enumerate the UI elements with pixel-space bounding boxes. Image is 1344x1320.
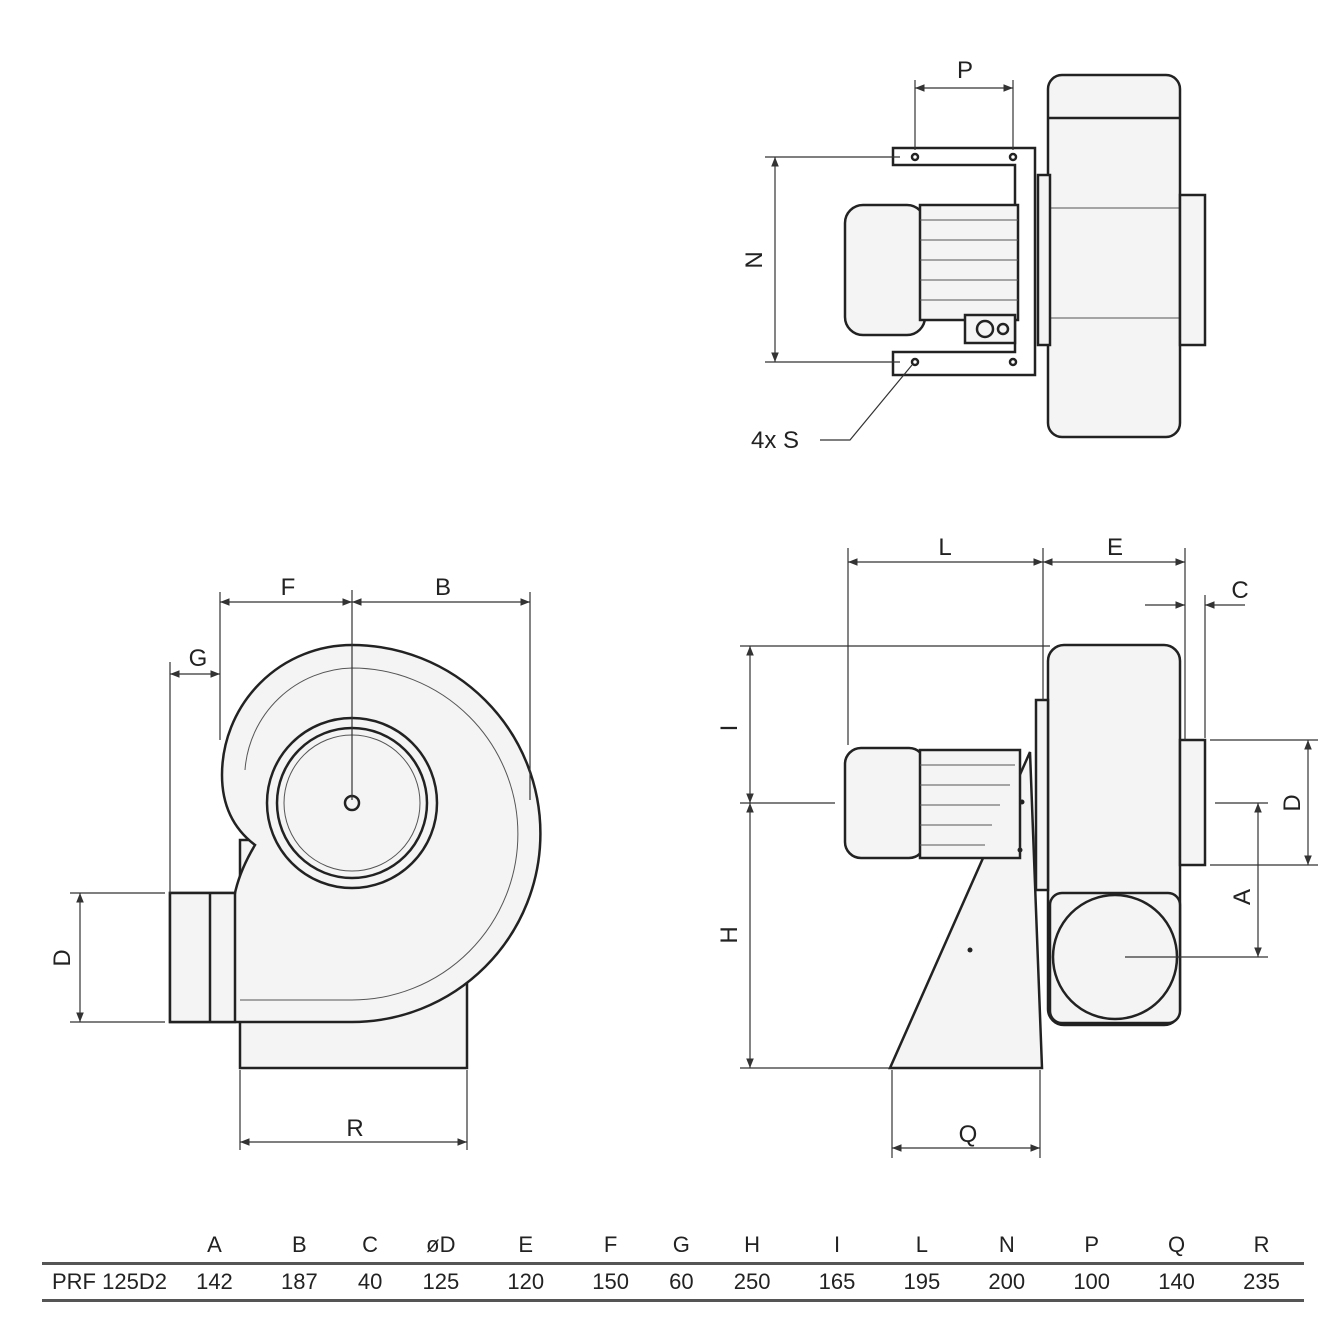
table-header-row: A B C øD E F G H I L N P Q R bbox=[42, 1228, 1304, 1264]
header-cell: I bbox=[833, 1232, 841, 1257]
label-r: R bbox=[346, 1115, 363, 1142]
label-p: P bbox=[957, 57, 973, 84]
label-e: E bbox=[1107, 534, 1123, 561]
header-cell: H bbox=[744, 1232, 761, 1257]
header-cell: G bbox=[672, 1232, 690, 1257]
value-cell: 120 bbox=[483, 1262, 569, 1302]
header-cell: Q bbox=[1168, 1232, 1186, 1257]
label-b: B bbox=[435, 574, 451, 601]
header-cell: L bbox=[915, 1232, 929, 1257]
front-view: F B G D R bbox=[49, 574, 542, 1150]
header-cell: øD bbox=[426, 1232, 456, 1257]
header-cell bbox=[42, 1228, 172, 1264]
label-l: L bbox=[938, 534, 951, 561]
label-d-side: D bbox=[1279, 794, 1306, 811]
header-cell: F bbox=[603, 1232, 618, 1257]
header-cell: B bbox=[291, 1232, 307, 1257]
label-n: N bbox=[741, 251, 768, 268]
value-cell: 40 bbox=[341, 1262, 399, 1302]
label-c: C bbox=[1231, 577, 1248, 604]
value-cell: 125 bbox=[398, 1262, 484, 1302]
value-cell: 165 bbox=[794, 1262, 880, 1302]
header-cell: A bbox=[207, 1232, 222, 1257]
header-cell: R bbox=[1253, 1232, 1270, 1257]
header-cell: C bbox=[362, 1232, 379, 1257]
header-cell: N bbox=[998, 1232, 1015, 1257]
value-cell: 250 bbox=[709, 1262, 795, 1302]
value-cell: 60 bbox=[653, 1262, 710, 1302]
value-cell: 195 bbox=[879, 1262, 965, 1302]
header-cell: P bbox=[1084, 1232, 1100, 1257]
model-cell: PRF 125D2 bbox=[42, 1262, 172, 1302]
table-row: PRF 125D2 142 187 40 125 120 150 60 250 … bbox=[42, 1262, 1304, 1302]
label-a: A bbox=[1229, 889, 1256, 905]
value-cell: 150 bbox=[568, 1262, 654, 1302]
dimension-table: A B C øD E F G H I L N P Q R PRF 125D2 1… bbox=[42, 1228, 1304, 1302]
header-cell: E bbox=[518, 1232, 534, 1257]
label-h: H bbox=[716, 926, 743, 943]
side-view: L E C I H D A Q bbox=[716, 534, 1318, 1158]
value-cell: 142 bbox=[172, 1262, 257, 1302]
value-cell: 100 bbox=[1049, 1262, 1135, 1302]
value-cell: 187 bbox=[256, 1262, 342, 1302]
label-d-front: D bbox=[49, 949, 76, 966]
label-q: Q bbox=[959, 1121, 978, 1148]
label-i: I bbox=[716, 725, 743, 732]
value-cell: 235 bbox=[1219, 1262, 1304, 1302]
label-f: F bbox=[281, 574, 296, 601]
value-cell: 200 bbox=[964, 1262, 1050, 1302]
value-cell: 140 bbox=[1134, 1262, 1220, 1302]
label-4x-s: 4x S bbox=[751, 427, 799, 454]
label-g: G bbox=[189, 645, 208, 672]
top-view: P N 4x S bbox=[741, 57, 1207, 454]
